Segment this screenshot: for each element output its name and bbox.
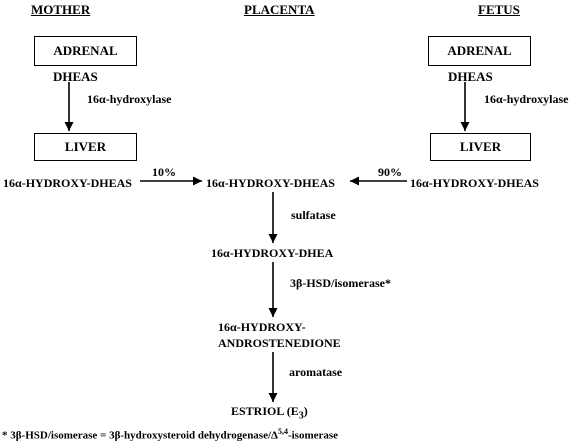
estriol-subscript: 3 [298,410,304,422]
footnote-sup: 5,4 [277,427,288,436]
fetus-adrenal-label: ADRENAL [447,43,512,58]
fetus-contribution-label: 90% [378,165,402,179]
fetus-adrenal-box: ADRENAL [428,36,531,66]
mother-dheas-label: DHEAS [53,69,98,84]
fetus-header: FETUS [478,2,520,17]
estriol-close: ) [303,404,308,418]
mother-liver-label: LIVER [64,139,107,154]
mother-adrenal-box: ADRENAL [34,36,137,66]
sulfatase-label: sulfatase [291,208,336,222]
footnote: * 3β-HSD/isomerase = 3β-hydroxysteroid d… [2,428,338,442]
fetus-product-label: 16α-HYDROXY-DHEAS [410,176,539,190]
fetus-liver-box: LIVER [430,133,531,161]
placenta-step3-line2: ANDROSTENEDIONE [218,336,341,350]
footnote-end: -isomerase [287,429,339,442]
placenta-step2-label: 16α-HYDROXY-DHEA [211,246,334,260]
aromatase-label: aromatase [289,365,343,379]
estriol-label: ESTRIOL (E3) [231,405,308,421]
fetus-enzyme-label: 16α-hydroxylase [484,92,569,106]
mother-contribution-label: 10% [152,165,176,179]
mother-liver-box: LIVER [34,133,137,161]
placenta-header: PLACENTA [244,2,315,17]
hsd-isomerase-label: 3β-HSD/isomerase* [290,276,391,290]
placenta-step3-line1: 16α-HYDROXY- [218,320,306,334]
fetus-liver-label: LIVER [459,139,502,154]
mother-header: MOTHER [31,2,91,17]
estriol-main: ESTRIOL (E [231,404,299,418]
mother-enzyme-label: 16α-hydroxylase [87,92,172,106]
footnote-main: * 3β-HSD/isomerase = 3β-hydroxysteroid d… [2,429,278,442]
placenta-step1-label: 16α-HYDROXY-DHEAS [206,176,335,190]
fetus-dheas-label: DHEAS [448,69,493,84]
mother-product-label: 16α-HYDROXY-DHEAS [3,176,132,190]
mother-adrenal-label: ADRENAL [53,43,118,58]
